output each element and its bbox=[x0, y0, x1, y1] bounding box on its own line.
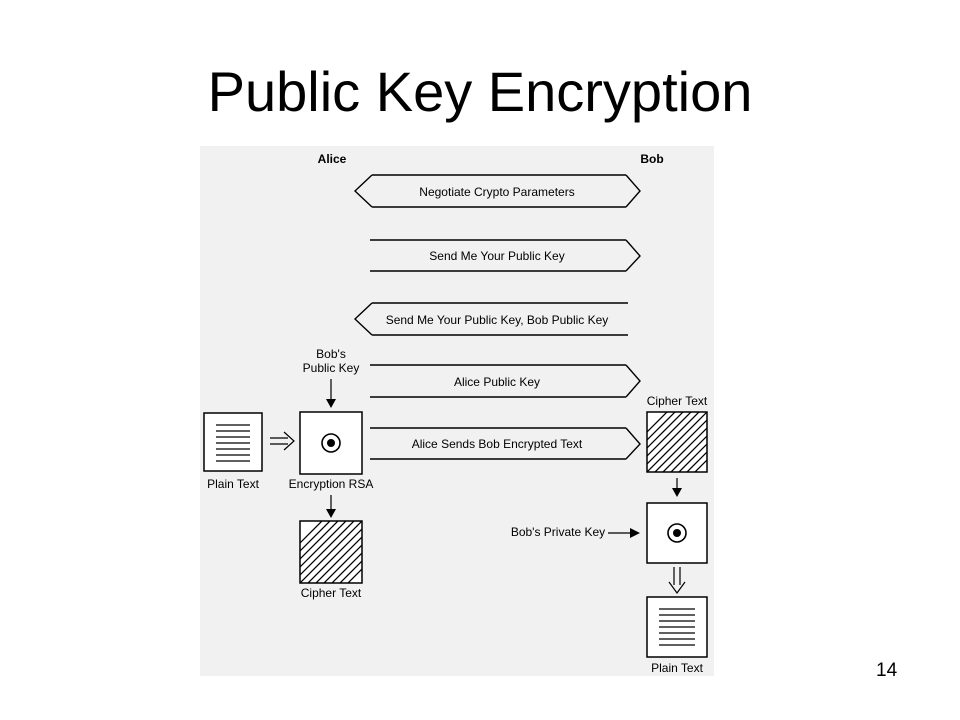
message-arrow-encrypted-text: Alice Sends Bob Encrypted Text bbox=[370, 427, 641, 460]
cipher-text-label-left: Cipher Text bbox=[301, 586, 362, 600]
message-label-encrypted-text: Alice Sends Bob Encrypted Text bbox=[412, 437, 583, 451]
party-alice: Alice bbox=[318, 152, 347, 166]
arrow-down-to-cipher bbox=[326, 495, 336, 518]
message-arrow-request-key: Send Me Your Public Key bbox=[370, 239, 641, 272]
message-arrow-reply-key: Send Me Your Public Key, Bob Public Key bbox=[353, 302, 628, 336]
encryption-box-icon bbox=[299, 411, 363, 475]
message-label-negotiate: Negotiate Crypto Parameters bbox=[419, 185, 574, 199]
plain-text-document-icon-left bbox=[203, 412, 263, 472]
public-key-exchange-diagram: Alice Bob Negotiate Crypto Parameters Se… bbox=[203, 152, 708, 675]
plain-text-document-icon-right bbox=[646, 596, 708, 658]
diagram-panel: Alice Bob Negotiate Crypto Parameters Se… bbox=[200, 146, 714, 676]
arrow-right-private-key bbox=[608, 528, 640, 538]
double-arrow-right-icon bbox=[270, 431, 295, 451]
double-arrow-down-icon bbox=[668, 567, 686, 595]
message-label-alice-key: Alice Public Key bbox=[454, 375, 540, 389]
message-label-request-key: Send Me Your Public Key bbox=[429, 249, 564, 263]
plain-text-label-left: Plain Text bbox=[207, 477, 259, 491]
bobs-public-key-label-line1: Bob's bbox=[316, 347, 346, 361]
decryption-box-icon bbox=[646, 502, 708, 564]
bobs-private-key-label: Bob's Private Key bbox=[511, 525, 605, 539]
plain-text-label-right: Plain Text bbox=[651, 661, 703, 675]
message-arrow-negotiate: Negotiate Crypto Parameters bbox=[353, 174, 641, 208]
message-label-reply-key: Send Me Your Public Key, Bob Public Key bbox=[386, 313, 609, 327]
cipher-text-hatched-icon-left bbox=[299, 520, 363, 584]
message-arrow-alice-key: Alice Public Key bbox=[370, 364, 641, 398]
cipher-text-hatched-icon-right bbox=[646, 411, 708, 473]
bobs-public-key-label-line2: Public Key bbox=[303, 361, 360, 375]
page-number: 14 bbox=[876, 660, 898, 681]
arrow-down-to-decryption bbox=[672, 478, 682, 497]
party-bob: Bob bbox=[640, 152, 663, 166]
arrow-down-public-key bbox=[326, 379, 336, 408]
encryption-rsa-label: Encryption RSA bbox=[289, 477, 374, 491]
slide-title: Public Key Encryption bbox=[207, 60, 753, 123]
cipher-text-label-right: Cipher Text bbox=[647, 394, 708, 408]
